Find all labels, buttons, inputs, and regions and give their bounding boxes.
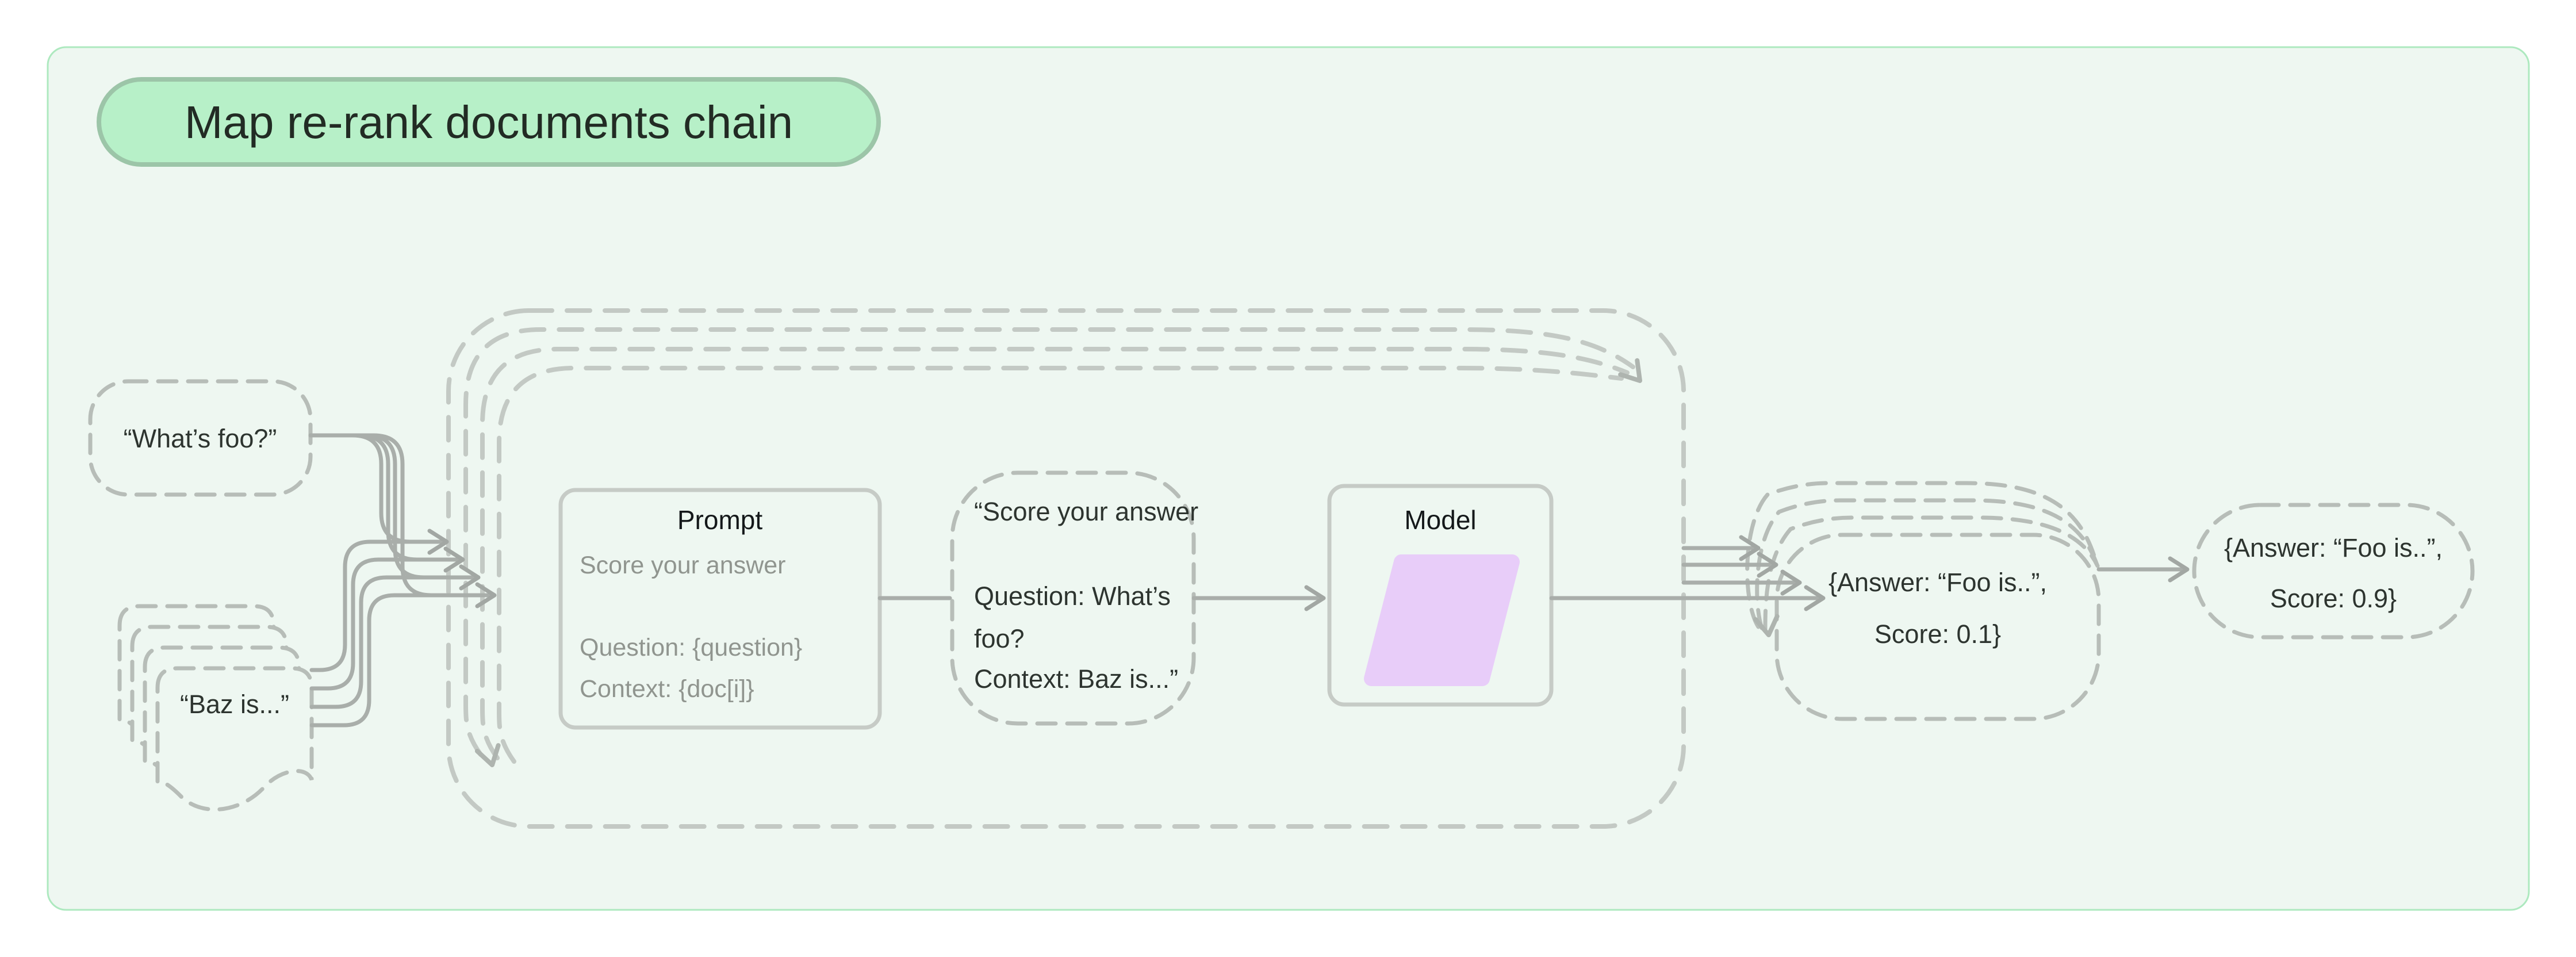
model-output-edges	[1549, 535, 1826, 611]
model-node-title: Model	[1404, 505, 1476, 535]
prompt-line: Question: {question}	[580, 634, 802, 661]
filled-prompt-line: foo?	[974, 624, 1025, 653]
final-answer-node: {Answer: “Foo is..”, Score: 0.9}	[2192, 503, 2475, 640]
documents-node-label: “Baz is...”	[180, 690, 289, 719]
question-node: “What’s foo?”	[88, 379, 313, 497]
map-input-arrow-icon	[459, 564, 481, 591]
stack-merge-arrow-icon	[1753, 614, 1780, 637]
filled-prompt-line: Question: What’s	[974, 581, 1171, 611]
model-node: Model	[1327, 484, 1554, 707]
map-input-arrow-icon	[475, 582, 497, 608]
model-input-arrow-icon	[1304, 585, 1326, 611]
final-answer-line: {Answer: “Foo is..”,	[2224, 533, 2443, 562]
container-merge-arrow-icon	[1618, 358, 1642, 383]
prompt-node-box	[558, 488, 882, 730]
question-node-label: “What’s foo?”	[124, 424, 277, 453]
map-container-layer	[480, 347, 1630, 760]
scored-answer-line: Score: 0.1}	[1874, 619, 2001, 649]
document-edge	[309, 593, 493, 728]
scored-answer-front	[1774, 533, 2101, 721]
prompt-line: Score your answer	[580, 552, 786, 579]
prompt-node-title: Prompt	[677, 505, 762, 535]
prompt-node: Prompt Score your answer Question: {ques…	[558, 488, 882, 730]
scored-answer-line: {Answer: “Foo is..”,	[1828, 568, 2047, 597]
container-merge-arrow-icon	[474, 743, 501, 767]
title-badge: Map re-rank documents chain	[97, 77, 881, 167]
final-answer-border	[2192, 503, 2475, 640]
final-answer-line: Score: 0.9}	[2270, 584, 2397, 613]
map-container-layer	[463, 327, 1635, 757]
scored-answer-layer	[1755, 498, 2099, 630]
document-edges	[309, 529, 497, 728]
filled-prompt-line: Context: Baz is...”	[974, 664, 1178, 694]
map-input-arrow-icon	[443, 546, 465, 573]
diagram-panel	[47, 46, 2530, 911]
document-edge	[309, 539, 446, 672]
final-input-arrow-icon	[2168, 556, 2190, 583]
model-node-box	[1327, 484, 1554, 707]
map-input-arrow-icon	[427, 529, 449, 555]
map-container-layer	[497, 366, 1624, 764]
stack-input-arrow-icon	[1757, 552, 1778, 578]
filled-prompt-line: “Score your answer	[974, 497, 1198, 526]
documents-stack: “Baz is...”	[117, 604, 314, 812]
model-parallelogram-icon	[1364, 554, 1520, 686]
stack-input-arrow-icon	[1739, 535, 1761, 561]
stack-input-arrow-icon	[1804, 585, 1826, 611]
title-badge-pill	[97, 77, 881, 167]
document-edge	[309, 575, 477, 709]
title-badge-label: Map re-rank documents chain	[185, 97, 793, 148]
filled-prompt-node: “Score your answer Question: What’s foo?…	[950, 470, 1198, 726]
prompt-line: Context: {doc[i]}	[580, 675, 754, 703]
document-edge	[309, 557, 462, 691]
stack-input-arrow-icon	[1780, 569, 1802, 596]
question-node-border	[88, 379, 313, 497]
doc-layer	[155, 666, 314, 812]
